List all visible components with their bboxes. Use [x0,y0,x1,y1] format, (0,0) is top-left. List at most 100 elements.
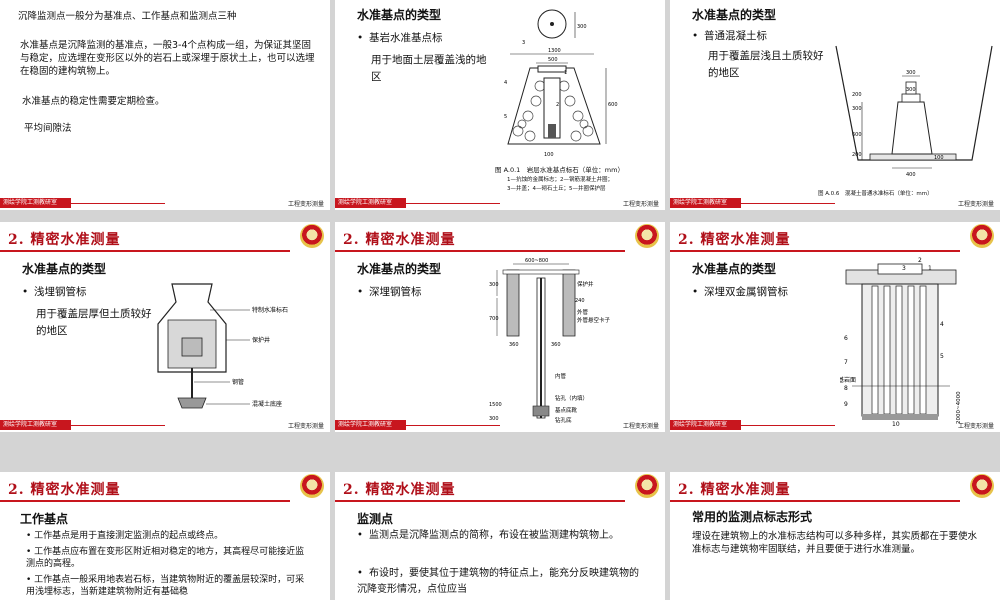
slide-5-heading: 水准基点的类型 [357,262,442,276]
label-borehole-bottom: 钻孔底 [555,416,572,424]
dim-100: 100 [544,152,554,158]
bullet-dot-icon: • [26,531,35,541]
label-outer-clip: 外管悬空卡子 [577,316,611,324]
label-4: 4 [504,80,507,86]
label-inner-pipe: 内管 [555,372,567,380]
label-protective-well: 保护井 [577,280,594,288]
figure-caption: 图 A.0.6 混凝土普通水准标石（单位：mm） [818,191,933,197]
slide-6-bullet-text: 深埋双金属钢管标 [704,286,788,298]
footer-course: 工程变形测量 [622,423,659,430]
slide-4[interactable]: 2. 精密水准测量 水准基点的类型 •浅埋钢管标 用于覆盖层厚但土质较好的地区 … [0,222,330,432]
dim-2000-4000: 2000~4000 [956,391,962,424]
slide-8-item-1: • 监测点是沉降监测点的简称，布设在被监测建构筑物上。 [357,528,647,544]
label-1: 1 [564,70,567,76]
dim-600: 600 [852,132,862,138]
slide-1[interactable]: 沉降监测点一般分为基准点、工作基点和监测点三种 水准基点是沉降监测的基准点，一般… [0,0,330,210]
slide-4-heading: 水准基点的类型 [22,262,107,276]
figure-caption: 图 A.0.1 岩层水准基点标石（单位：mm） [495,166,624,174]
slide-header-title: 2. 精密水准测量 [8,482,121,498]
slide-1-line1: 沉降监测点一般分为基准点、工作基点和监测点三种 [18,11,237,22]
dim-top-300: 300 [906,70,916,76]
dim-mid-300: 300 [906,87,916,93]
school-logo-icon [970,224,994,248]
slide-footer: 测绘学院工测教研室 工程变形测量 [0,418,330,432]
slide-5[interactable]: 2. 精密水准测量 水准基点的类型 •深埋钢管标 600~800 300 700… [335,222,665,432]
footer-org: 测绘学院工测教研室 [0,420,71,430]
slide-footer: 测绘学院工测教研室 工程变形测量 [335,196,665,210]
slide-8-item-2: •布设时，要使其位于建筑物的特征点上，能充分反映建筑物的沉降变形情况，点位应当 [357,566,647,598]
dim-600: 600 [608,102,618,108]
slide-7-heading: 工作基点 [20,512,69,526]
slide-footer: 测绘学院工测教研室 工程变形测量 [335,418,665,432]
slide-footer: 测绘学院工测教研室 工程变形测量 [670,418,1000,432]
slide-8-heading: 监测点 [357,512,394,526]
footer-course: 工程变形测量 [287,423,324,430]
shallow-pipe-diagram: 特制水准标石 保护井 钢管 混凝土底座 [157,283,288,409]
label-5: 5 [504,114,507,120]
label-3: 3 [902,265,906,272]
label-steel-pipe: 钢管 [232,378,244,386]
label-borehole: 钻孔（内填） [555,394,588,402]
slide-7-item-1-text: 工作基点是用于直接测定监测点的起点或终点。 [34,531,224,541]
dim-300-left: 300 [852,106,862,112]
bullet-dot-icon: • [692,286,699,298]
slide-5-bullet: • 深埋钢管标 [357,284,477,301]
header-rule [0,250,290,252]
dim-200-b: 200 [852,152,862,158]
concrete-benchmark-diagram: 300 300 400 200 300 600 200 100 [835,45,993,178]
slide-7-item-2-text: 工作基点应布置在变形区附近相对稳定的地方，其高程尽可能接近监测点的高程。 [26,547,305,569]
label-10: 10 [892,421,900,428]
footer-course: 工程变形测量 [622,201,659,208]
slide-9-paragraph: 埋设在建筑物上的水准标志结构可以多种多样，其实质都在于要使水准标志与建筑物牢固联… [692,531,978,555]
footer-line [405,425,500,426]
dim-400: 400 [906,172,916,178]
label-outer-pipe: 外管 [577,308,589,316]
slide-7-item-2: • 工作基点应布置在变形区附近相对稳定的地方，其高程尽可能接近监测点的高程。 [26,546,311,570]
slide-3[interactable]: 水准基点的类型 •普通混凝土标 用于覆盖层浅且土质较好的地区 300 300 4… [670,0,1000,210]
slide-7[interactable]: 2. 精密水准测量 工作基点 • 工作基点是用于直接测定监测点的起点或终点。 •… [0,472,330,600]
slide-2-heading: 水准基点的类型 [357,8,442,22]
header-rule [670,250,960,252]
dim-360-a: 360 [509,342,519,348]
label-concrete-base: 混凝土底座 [252,400,282,408]
bullet-dot-icon: • [357,286,364,298]
slide-8[interactable]: 2. 精密水准测量 监测点 • 监测点是沉降监测点的简称，布设在被监测建构筑物上。… [335,472,665,600]
slide-6[interactable]: 2. 精密水准测量 水准基点的类型 •深埋双金属钢管标 2 1 3 4 5 6 … [670,222,1000,432]
figure-legend-1: 1—抗蚀的金属标志；2—钢筋混凝土井圈； [507,177,613,183]
slide-9[interactable]: 2. 精密水准测量 常用的监测点标志形式 埋设在建筑物上的水准标志结构可以多种多… [670,472,1000,600]
slide-header-title: 2. 精密水准测量 [343,482,456,498]
dim-200-a: 200 [852,92,862,98]
slide-3-heading: 水准基点的类型 [692,8,777,22]
footer-course: 工程变形测量 [957,201,994,208]
label-2: 2 [556,102,559,108]
row-gap-2 [0,432,1000,472]
label-2: 2 [918,257,922,264]
footer-line [70,425,165,426]
slide-3-bullet: •普通混凝土标 [692,28,842,45]
bullet-dot-icon: • [357,32,364,44]
slide-2-subtext: 用于地面土层覆盖浅的地区 [371,54,487,83]
slide-3-subtext: 用于覆盖层浅且土质较好的地区 [708,50,824,79]
bimetal-pipe-diagram: 2 1 3 4 5 6 7 8 9 10 基岩面 2000~4000 [840,257,962,428]
slide-5-bullet-text: 深埋钢管标 [369,286,422,298]
dim-600-800: 600~800 [525,258,548,264]
slide-footer: 测绘学院工测教研室 工程变形测量 [670,196,1000,210]
rock-benchmark-diagram: 300 1300 500 600 100 3 4 5 1 2 [504,9,618,158]
school-logo-icon [635,474,659,498]
slide-8-item-1-text: 监测点是沉降监测点的简称，布设在被监测建构筑物上。 [369,530,619,541]
slide-2[interactable]: 水准基点的类型 •基岩水准基点标 用于地面土层覆盖浅的地区 300 1300 5… [335,0,665,210]
slide-header-title: 2. 精密水准测量 [343,232,456,248]
slide-6-heading: 水准基点的类型 [692,262,777,276]
header-rule [670,500,960,502]
slide-header: 2. 精密水准测量 [670,472,1000,504]
school-logo-icon [970,474,994,498]
slide-1-line2: 水准基点的稳定性需要定期检查。 [22,96,165,107]
header-rule [335,500,625,502]
bullet-dot-icon: • [357,530,363,541]
figure-legend-2: 3—井盖；4—砌石土丘；5—井圈保护层 [507,186,606,192]
label-5: 5 [940,353,944,360]
label-9: 9 [844,401,848,408]
label-shoe: 基点底靴 [555,406,578,414]
bullet-dot-icon: • [357,568,363,579]
slide-1-paragraph: 水准基点是沉降监测的基准点，一般3-4个点构成一组，为保证其坚固与稳定，应选埋在… [20,40,315,77]
